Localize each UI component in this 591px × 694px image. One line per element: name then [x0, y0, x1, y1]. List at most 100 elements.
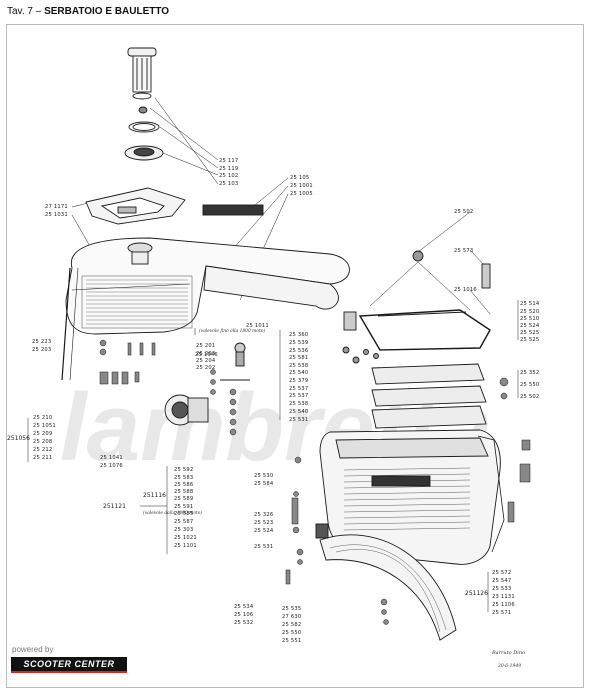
part-label: 25 1001 — [290, 183, 313, 189]
part-label: 25 1031 — [45, 212, 68, 218]
part-label: 25 103 — [219, 181, 239, 187]
part-label: 25 540 — [289, 409, 309, 415]
part-label: 25 117 — [219, 158, 239, 164]
part-label: 25 303 — [174, 527, 194, 533]
part-label: 25 102 — [219, 173, 239, 179]
mudguard-part — [315, 523, 457, 641]
part-label: 25 531 — [254, 544, 274, 550]
part-label: 25 1005 — [290, 191, 313, 197]
part-label: 27 1171 — [45, 204, 68, 210]
part-label: 25 379 — [289, 378, 309, 384]
part-label: 25 326 — [254, 512, 274, 518]
part-label: 25 523 — [254, 520, 274, 526]
part-label: 25 584 — [254, 481, 274, 487]
scooter-center-logo[interactable]: SCOOTER CENTER — [11, 657, 127, 673]
part-label: 25 204 — [196, 358, 216, 364]
part-label: 25 585 — [174, 511, 194, 517]
page-title: Tav. 7 – SERBATOIO E BAULETTO — [7, 6, 170, 17]
part-label: 25 208 — [33, 439, 53, 445]
part-label: 25 588 — [174, 489, 194, 495]
part-label: 25 1041 — [100, 455, 123, 461]
rack-plate-parts — [342, 346, 487, 429]
small-parts — [99, 339, 237, 436]
toolbox-part — [319, 429, 505, 565]
part-label: 25 212 — [33, 447, 53, 453]
part-label: 25 530 — [254, 473, 274, 479]
luggage-rack-part — [343, 250, 491, 351]
group-label-251121: 251121 — [103, 503, 126, 510]
part-label: 25 572 — [492, 570, 512, 576]
fuel-tap-part — [164, 342, 250, 426]
seat-pad-part — [85, 187, 264, 225]
part-label: 25 531 — [289, 417, 309, 423]
part-label: 25 1051 — [33, 423, 56, 429]
part-label: 25 201 — [196, 343, 216, 349]
part-label: 25 203 — [196, 351, 216, 357]
part-label: 25 1106 — [492, 602, 515, 608]
part-label: 25 209 — [33, 431, 53, 437]
part-label: 25 592 — [174, 467, 194, 473]
part-label: 25 525 — [520, 330, 540, 336]
part-label: 25 547 — [492, 578, 512, 584]
part-label: 25 510 — [520, 316, 540, 322]
part-label: 25 533 — [492, 586, 512, 592]
part-label: 25 106 — [234, 612, 254, 618]
note-valid-until: (valevole fino alla 1800 moto) — [199, 329, 266, 334]
part-label: 25 502 — [454, 209, 474, 215]
part-label: 25 525 — [520, 337, 540, 343]
filler-cap-part — [124, 47, 164, 161]
note-valid-from: (valevole dalla 1800 moto) — [143, 511, 203, 516]
part-label: 25 581 — [289, 355, 309, 361]
part-label: 25 538 — [289, 363, 309, 369]
leader-lines — [71, 97, 491, 315]
group-label-251116: 251116 — [143, 492, 166, 499]
part-label: 25 223 — [32, 339, 52, 345]
part-label: 25 502 — [520, 394, 540, 400]
part-label: 25 520 — [520, 309, 540, 315]
part-label: 25 1101 — [174, 543, 197, 549]
part-label: 25 550 — [282, 630, 302, 636]
part-label: 25 202 — [196, 365, 216, 371]
part-label: 25 550 — [520, 382, 540, 388]
part-label: 25 532 — [234, 620, 254, 626]
part-label: 25 1011 — [246, 323, 269, 329]
part-label: 25 537 — [289, 386, 309, 392]
part-label: 25 538 — [289, 401, 309, 407]
part-label: 25 540 — [289, 370, 309, 376]
part-label: 25 105 — [290, 175, 310, 181]
part-label: 25 203 — [32, 347, 52, 353]
signature-date: 20-6-1949 — [498, 664, 522, 669]
part-label: 25 1076 — [100, 463, 123, 469]
part-label: 25 535 — [282, 606, 302, 612]
part-label: 25 571 — [492, 610, 512, 616]
part-label: 27 630 — [282, 614, 302, 620]
part-label: 25 591 — [174, 504, 194, 510]
part-label: 25 551 — [282, 638, 302, 644]
part-label: 25 573 — [454, 248, 474, 254]
hardware-parts — [285, 377, 531, 625]
signature: Barruto Dino — [492, 650, 526, 656]
part-label: 25 352 — [520, 370, 540, 376]
part-label: 25 211 — [33, 455, 53, 461]
part-label: 25 524 — [520, 323, 540, 329]
part-label: 25 583 — [174, 475, 194, 481]
part-label: 25 589 — [174, 496, 194, 502]
part-label: 25 1016 — [454, 287, 477, 293]
part-label: 25 537 — [289, 393, 309, 399]
part-label: 25 119 — [219, 166, 239, 172]
part-label: 25 536 — [289, 348, 309, 354]
part-label: 25 539 — [289, 340, 309, 346]
part-label: 25 1021 — [174, 535, 197, 541]
fuel-tank-part — [61, 237, 350, 381]
diagram-frame — [6, 24, 584, 688]
part-label: 23 1131 — [492, 594, 515, 600]
powered-by-text: powered by — [12, 645, 54, 654]
part-label: 25 524 — [254, 528, 274, 534]
part-label: 25 514 — [520, 301, 540, 307]
part-label: 25 534 — [234, 604, 254, 610]
group-label-251126: 251126 — [465, 590, 488, 597]
part-label: 25 210 — [33, 415, 53, 421]
part-label: 25 360 — [289, 332, 309, 338]
